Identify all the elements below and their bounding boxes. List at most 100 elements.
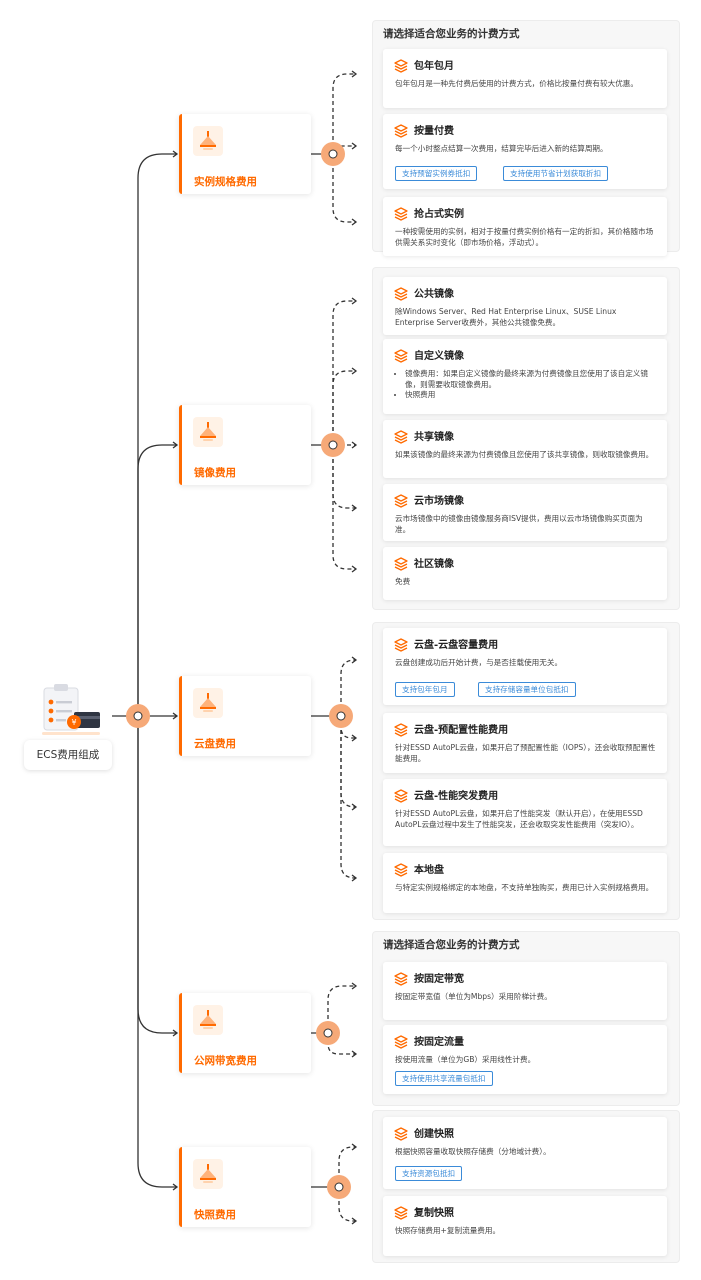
card-description: 与特定实例规格绑定的本地盘，不支持单独购买，费用已计入实例规格费用。 — [395, 883, 654, 892]
category-label: 镜像费用 — [194, 467, 236, 479]
billing-item-card: 按量付费每一个小时整点结算一次费用，结算完毕后进入新的结算周期。支持预留实例券抵… — [383, 114, 667, 189]
billing-item-card: 抢占式实例一种按需使用的实例，相对于按量付费实例价格有一定的折扣，其价格随市场供… — [383, 197, 667, 256]
card-title: 自定义镜像 — [414, 351, 464, 362]
stack-layers-icon — [394, 123, 408, 142]
branch-node-dot — [328, 149, 338, 159]
arrow-head — [172, 1183, 179, 1191]
stack-layers-icon — [394, 556, 408, 575]
card-title: 社区镜像 — [414, 559, 454, 570]
layered-pyramid-icon — [193, 126, 223, 156]
discount-link-button[interactable]: 支持资源包抵扣 — [395, 1166, 463, 1181]
stack-layers-icon — [394, 286, 408, 305]
stack-layers-icon — [394, 788, 408, 807]
connector-line — [332, 154, 356, 223]
arrow-head — [351, 803, 358, 811]
arrow-head — [351, 504, 358, 512]
card-title: 云盘-云盘容量费用 — [414, 640, 499, 651]
category-label: 快照费用 — [194, 1209, 236, 1221]
arrow-head — [172, 150, 179, 158]
arrow-head — [351, 297, 358, 305]
card-title: 共享镜像 — [414, 432, 454, 443]
stack-layers-icon — [394, 1034, 408, 1053]
connector-line — [338, 1146, 356, 1187]
bullet-item: 镜像费用：如果自定义镜像的最终来源为付费镜像且您使用了该自定义镜像，则需要收取镜… — [405, 369, 657, 390]
arrow-head — [351, 982, 358, 990]
branch-node-dot — [323, 1028, 333, 1038]
card-description: 包年包月是一种先付费后使用的计费方式，价格比按量付费有较大优惠。 — [395, 79, 638, 88]
category-card: 公网带宽费用 — [179, 993, 311, 1073]
discount-link-button[interactable]: 支持预留实例券抵扣 — [395, 166, 478, 181]
card-title: 云盘-性能突发费用 — [414, 791, 499, 802]
branch-node — [327, 1175, 351, 1199]
card-description: 镜像费用：如果自定义镜像的最终来源为付费镜像且您使用了该自定义镜像，则需要收取镜… — [395, 369, 657, 401]
branch-node — [316, 1021, 340, 1045]
stack-layers-icon — [394, 493, 408, 512]
arrow-head — [351, 142, 358, 150]
card-title: 云盘-预配置性能费用 — [414, 725, 509, 736]
card-title: 包年包月 — [414, 61, 454, 72]
connector-line — [332, 300, 356, 445]
connector-line — [137, 444, 177, 716]
stack-layers-icon — [394, 206, 408, 225]
billing-item-card: 云盘-云盘容量费用云盘创建成功后开始计费，与是否挂载使用无关。支持包年包月 支持存… — [383, 628, 667, 705]
stack-layers-icon — [394, 722, 408, 741]
card-title: 公共镜像 — [414, 289, 454, 300]
layered-pyramid-icon — [193, 688, 223, 718]
card-description: 如果该镜像的最终来源为付费镜像且您使用了该共享镜像，则收取镜像费用。 — [395, 450, 654, 459]
discount-link-button[interactable]: 支持存储容量单位包抵扣 — [478, 682, 576, 697]
discount-link-button[interactable]: 支持使用共享流量包抵扣 — [395, 1071, 493, 1086]
connector-line — [340, 716, 356, 808]
branch-node — [126, 704, 150, 728]
stack-layers-icon — [394, 1126, 408, 1145]
card-title: 按固定带宽 — [414, 974, 464, 985]
billing-item-card: 包年包月包年包月是一种先付费后使用的计费方式，价格比按量付费有较大优惠。 — [383, 49, 667, 108]
card-description: 按使用流量（单位为GB）采用线性计费。 — [395, 1055, 536, 1064]
arrow-head — [172, 712, 179, 720]
card-title: 云市场镜像 — [414, 496, 464, 507]
category-label: 实例规格费用 — [194, 176, 257, 188]
billing-item-card: 云盘-性能突发费用针对ESSD AutoPL云盘，如果开启了性能突发（默认开启）… — [383, 779, 667, 846]
connector-line — [137, 716, 177, 1034]
card-description: 每一个小时整点结算一次费用，结算完毕后进入新的结算周期。 — [395, 144, 608, 153]
discount-link-button[interactable]: 支持包年包月 — [395, 682, 455, 697]
connector-line — [340, 716, 356, 879]
billing-item-card: 本地盘与特定实例规格绑定的本地盘，不支持单独购买，费用已计入实例规格费用。 — [383, 853, 667, 913]
arrow-head — [351, 70, 358, 78]
connector-line — [137, 153, 177, 716]
connector-line — [332, 445, 356, 509]
category-card: 快照费用 — [179, 1147, 311, 1227]
connector-line — [338, 1187, 356, 1222]
card-description: 一种按需使用的实例，相对于按量付费实例价格有一定的折扣，其价格随市场供需关系实时… — [395, 227, 654, 247]
arrow-head — [351, 874, 358, 882]
stack-layers-icon — [394, 348, 408, 367]
card-title: 创建快照 — [414, 1129, 454, 1140]
arrow-head — [351, 565, 358, 573]
billing-clipboard-icon: ¥ — [34, 680, 110, 740]
stack-layers-icon — [394, 971, 408, 990]
category-card: 实例规格费用 — [179, 114, 311, 194]
card-description: 云盘创建成功后开始计费，与是否挂载使用无关。 — [395, 658, 563, 667]
connector-line — [332, 370, 356, 445]
card-description: 根据快照容量收取快照存储费（分地域计费）。 — [395, 1147, 551, 1156]
card-description: 按固定带宽值（单位为Mbps）采用阶梯计费。 — [395, 992, 552, 1001]
card-title: 按量付费 — [414, 126, 454, 137]
branch-node-dot — [133, 711, 143, 721]
branch-node-dot — [334, 1182, 344, 1192]
arrow-head — [351, 1050, 358, 1058]
card-description: 快照存储费用+复制流量费用。 — [395, 1226, 501, 1235]
connector-line — [340, 659, 356, 716]
panel-heading: 请选择适合您业务的计费方式 — [383, 939, 520, 951]
card-title: 按固定流量 — [414, 1037, 464, 1048]
stack-layers-icon — [394, 58, 408, 77]
arrow-head — [351, 734, 358, 742]
billing-item-card: 按固定流量按使用流量（单位为GB）采用线性计费。支持使用共享流量包抵扣 — [383, 1025, 667, 1094]
arrow-head — [351, 656, 358, 664]
connector-line — [332, 145, 356, 154]
billing-item-card: 共享镜像如果该镜像的最终来源为付费镜像且您使用了该共享镜像，则收取镜像费用。 — [383, 420, 667, 478]
branch-node — [329, 704, 353, 728]
billing-item-card: 云市场镜像云市场镜像中的镜像由镜像服务商ISV提供，费用以云市场镜像购买页面为准… — [383, 484, 667, 541]
stack-layers-icon — [394, 862, 408, 881]
card-description: 针对ESSD AutoPL云盘，如果开启了预配置性能（IOPS），还会收取预配置… — [395, 743, 656, 763]
arrow-head — [351, 1143, 358, 1151]
discount-link-button[interactable]: 支持使用节省计划获取折扣 — [503, 166, 609, 181]
